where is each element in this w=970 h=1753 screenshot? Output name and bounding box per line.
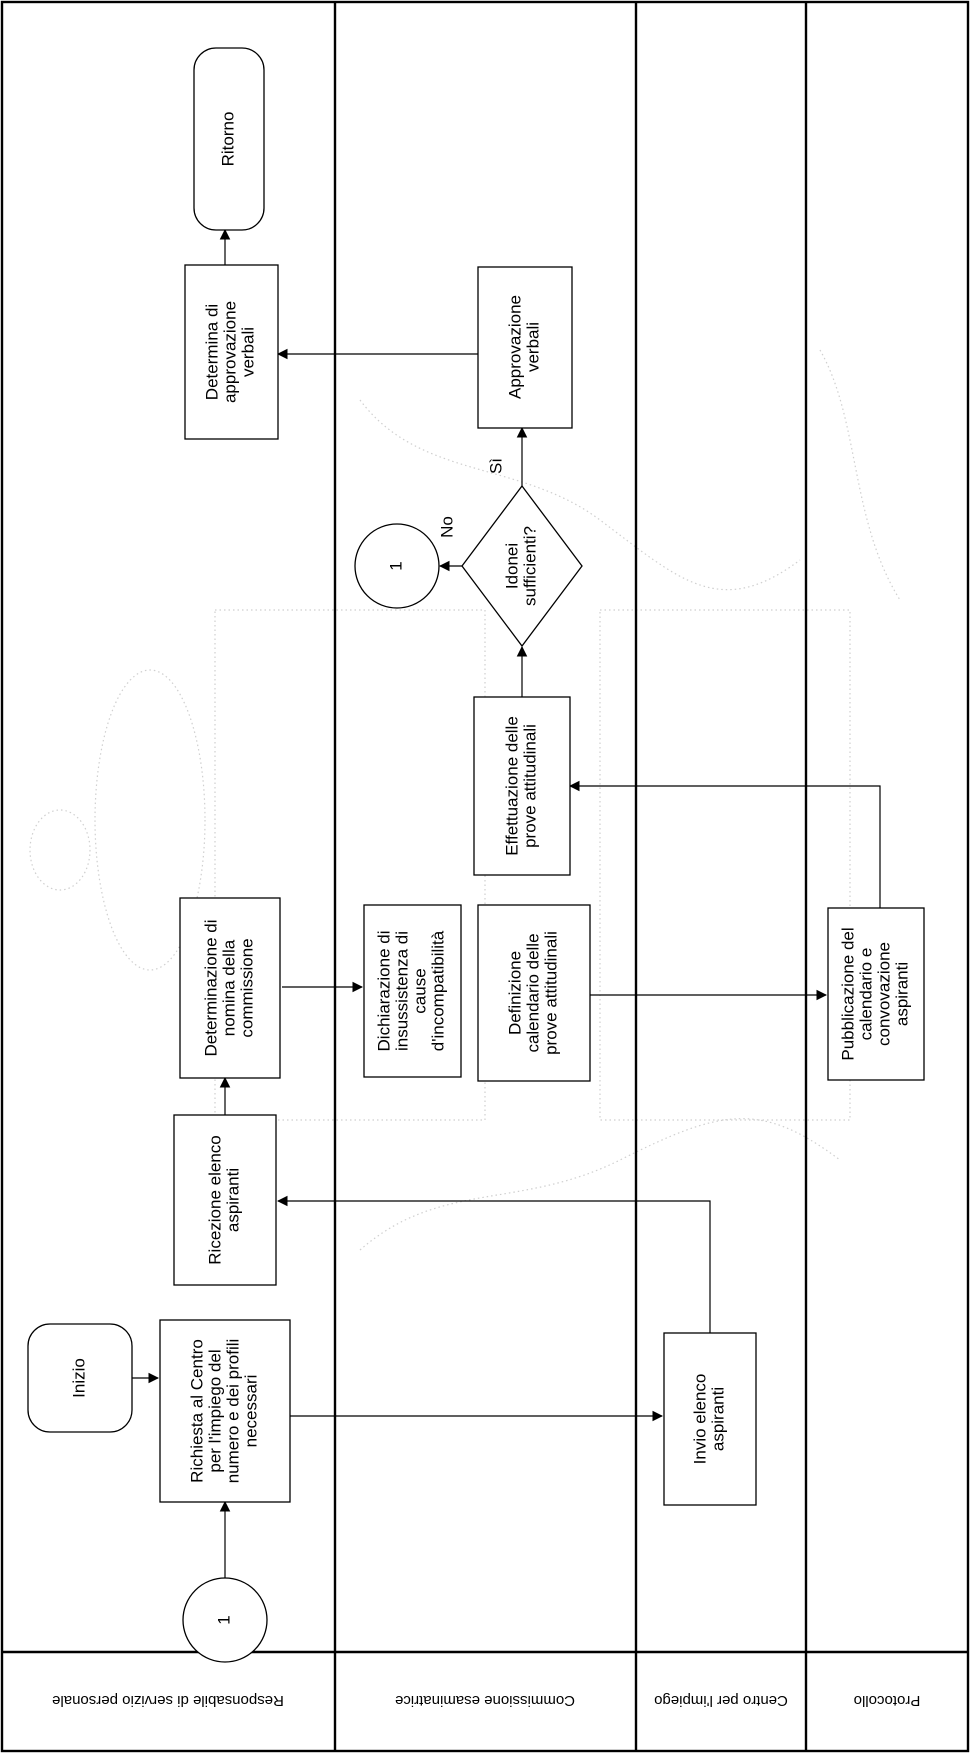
node-ritorno-label: Ritorno: [218, 112, 237, 167]
edge-label-si: Sì: [486, 458, 505, 474]
node-ritorno: Ritorno: [193, 47, 265, 231]
watermark-emblem: [29, 349, 901, 1251]
edge-pubblicazione-effettuazione: [568, 780, 881, 908]
node-determina-label: Determina diapprovazioneverbali: [202, 301, 257, 403]
node-connettore-a: 1: [182, 1577, 268, 1663]
node-dichiarazione: Dichiarazione diinsussistenza dicaused'i…: [363, 904, 462, 1078]
node-connettore-b-shape: [354, 523, 440, 609]
node-richiesta-shape: [159, 1319, 291, 1503]
node-nomina-shape: [179, 897, 281, 1079]
node-definizione: Definizionecalendario delleprove attitud…: [477, 904, 591, 1082]
node-determina-shape: [184, 264, 279, 440]
node-connettore-b: 1: [354, 523, 440, 609]
lane-label-text: Commissione esaminatrice: [395, 1692, 575, 1709]
lane-label-protocollo: Protocollo: [854, 1692, 921, 1709]
node-connettore-b-label: 1: [386, 561, 405, 570]
node-idonei-shape: [461, 484, 583, 648]
node-inizio-label: Inizio: [69, 1358, 88, 1398]
node-approvazione-label: Approvazioneverbali: [505, 295, 542, 399]
lane-label-responsabile: Responsabile di servizio personale: [52, 1692, 284, 1709]
node-invio-shape: [663, 1332, 757, 1506]
node-richiesta-label: Richiesta al Centroper l'impiego delnume…: [187, 1339, 260, 1484]
lane-label-commissione: Commissione esaminatrice: [395, 1692, 575, 1709]
node-determina: Determina diapprovazioneverbali: [184, 264, 279, 440]
node-ricezione-shape: [173, 1114, 277, 1286]
node-approvazione-shape: [477, 266, 573, 429]
node-nomina: Determinazione dinomina dellacommissione: [179, 897, 281, 1079]
node-invio-label: Invio elencoaspiranti: [690, 1374, 727, 1465]
node-nomina-label: Determinazione dinomina dellacommissione: [201, 919, 256, 1056]
node-connettore-a-label: 1: [214, 1615, 233, 1624]
lane-label-centro: Centro per l'impiego: [654, 1692, 788, 1709]
lane-label-text: Protocollo: [854, 1692, 921, 1709]
node-inizio: Inizio: [27, 1323, 133, 1433]
node-definizione-label: Definizionecalendario delleprove attitud…: [505, 931, 560, 1055]
node-richiesta: Richiesta al Centroper l'impiego delnume…: [159, 1319, 291, 1503]
node-ricezione-label: Ricezione elencoaspiranti: [205, 1135, 242, 1264]
node-dichiarazione-shape: [363, 904, 462, 1078]
node-inizio-shape: [27, 1323, 133, 1433]
node-pubblicazione: Pubblicazione delcalendario econvovazion…: [827, 907, 925, 1081]
node-ritorno-shape: [193, 47, 265, 231]
node-approvazione: Approvazioneverbali: [477, 266, 573, 429]
lane-label-text: Centro per l'impiego: [654, 1692, 788, 1709]
node-idonei-label: Idoneisufficienti?: [502, 526, 539, 606]
node-dichiarazione-label: Dichiarazione diinsussistenza dicaused'i…: [374, 930, 447, 1051]
node-connettore-a-shape: [182, 1577, 268, 1663]
node-idonei: Idoneisufficienti?: [461, 484, 583, 648]
flow-edges: [132, 228, 881, 1578]
node-definizione-shape: [477, 904, 591, 1082]
edge-invio-ricezione: [276, 1195, 711, 1333]
node-ricezione: Ricezione elencoaspiranti: [173, 1114, 277, 1286]
node-invio: Invio elencoaspiranti: [663, 1332, 757, 1506]
node-pubblicazione-label: Pubblicazione delcalendario econvovazion…: [838, 927, 911, 1060]
node-effettuazione-label: Effettuazione delleprove attitudinali: [502, 716, 539, 856]
node-effettuazione-shape: [473, 696, 571, 876]
edge-label-no: No: [437, 516, 456, 538]
node-effettuazione: Effettuazione delleprove attitudinali: [473, 696, 571, 876]
node-pubblicazione-shape: [827, 907, 925, 1081]
lane-label-text: Responsabile di servizio personale: [52, 1692, 284, 1709]
